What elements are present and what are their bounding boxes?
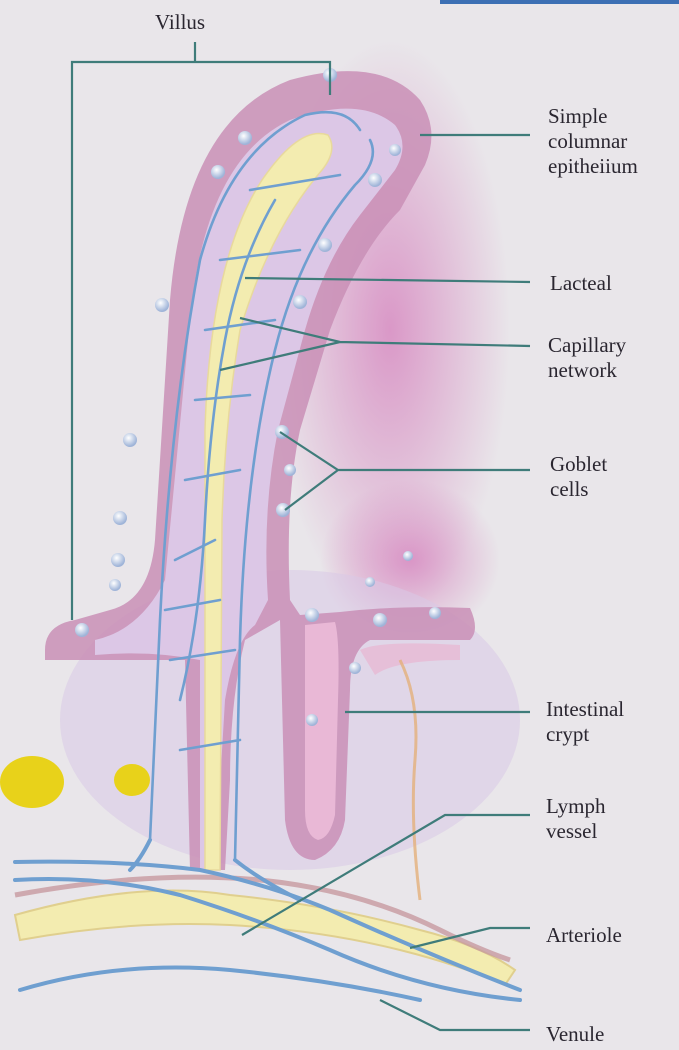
label-villus: Villus xyxy=(155,10,205,35)
lymph-vessel xyxy=(15,891,515,986)
crypt-lumen xyxy=(305,622,339,840)
label-lymph-vessel: Lymph vessel xyxy=(546,794,606,844)
label-line: Goblet xyxy=(550,452,607,477)
leader-venule xyxy=(380,1000,530,1030)
label-line: network xyxy=(548,358,626,383)
label-line: crypt xyxy=(546,722,624,747)
label-line: columnar xyxy=(548,129,638,154)
label-line: cells xyxy=(550,477,607,502)
label-line: Lymph xyxy=(546,794,606,819)
label-line: Capillary xyxy=(548,333,626,358)
label-arteriole: Arteriole xyxy=(546,923,622,948)
label-lacteal: Lacteal xyxy=(550,271,612,296)
label-line: epitheiium xyxy=(548,154,638,179)
label-capillary-network: Capillary network xyxy=(548,333,626,383)
label-line: Simple xyxy=(548,104,638,129)
label-goblet-cells: Goblet cells xyxy=(550,452,607,502)
label-intestinal-crypt: Intestinal crypt xyxy=(546,697,624,747)
label-venule: Venule xyxy=(546,1022,604,1047)
label-line: vessel xyxy=(546,819,606,844)
label-line: Intestinal xyxy=(546,697,624,722)
label-simple-columnar-epithelium: Simple columnar epitheiium xyxy=(548,104,638,179)
